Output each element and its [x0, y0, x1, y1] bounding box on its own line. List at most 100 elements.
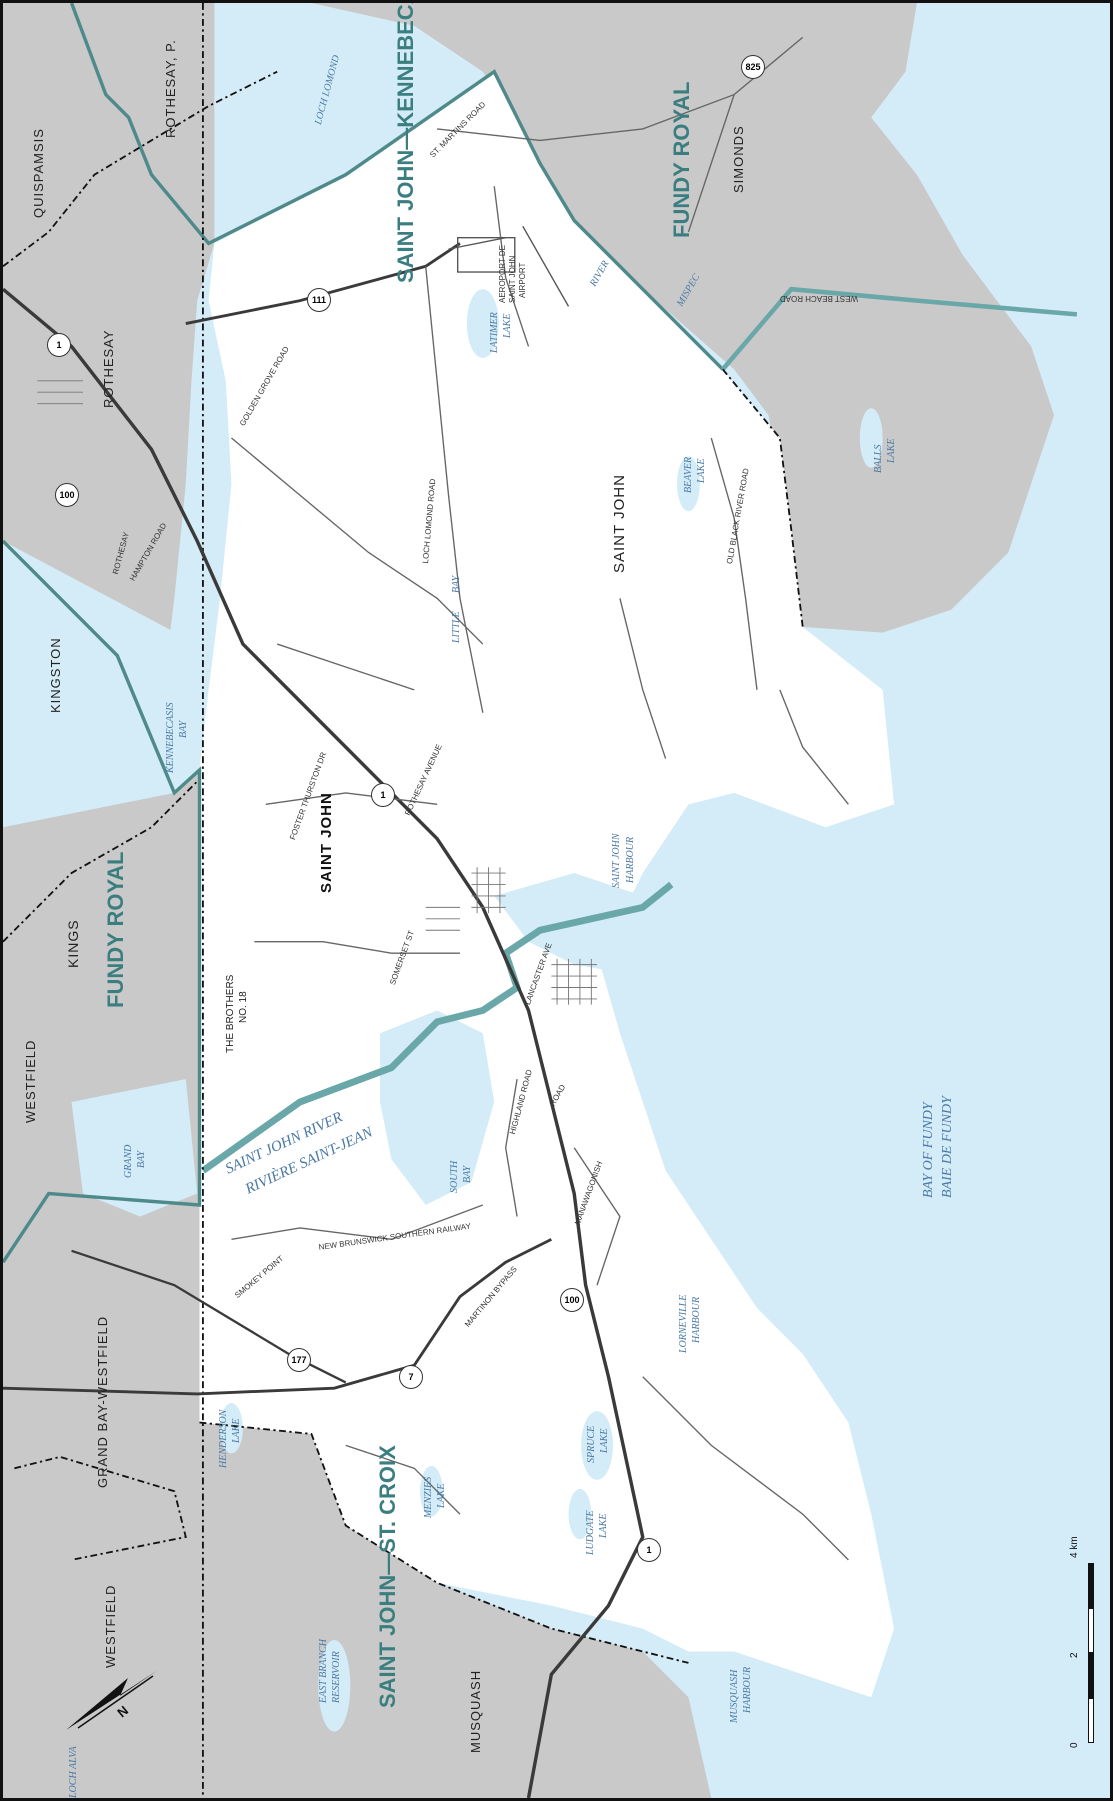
scale-bar-segment-4: [1088, 1698, 1094, 1743]
latimer-lake: [466, 289, 499, 358]
water-bay-of-fundy: BAY OF FUNDY: [921, 1102, 936, 1198]
place-rothesay-p: ROTHESAY, P.: [163, 39, 178, 138]
place-saint-john-east: SAINT JOHN: [611, 474, 628, 573]
water-baie-de-fundy: BAIE DE FUNDY: [940, 1096, 955, 1198]
scale-tick-0: 0: [1069, 1742, 1080, 1748]
water-balls-lake-2: LAKE: [886, 438, 897, 463]
municipal-boundary-2: [3, 780, 198, 943]
water-little: LITTLE: [451, 611, 462, 643]
place-westfield-north: WESTFIELD: [23, 1039, 38, 1123]
water-musquash-harbour-1: MUSQUASH: [729, 1669, 740, 1723]
municipal-boundary-5: [14, 1455, 187, 1561]
riding-boundary-west: [3, 539, 202, 1264]
route-shield-100-south: 100: [560, 1288, 584, 1312]
airport-label-1: AEROPORT DE: [498, 245, 507, 303]
water-lorneville-harbour-2: HARBOUR: [691, 1296, 702, 1343]
water-east-branch-1: EAST BRANCH: [318, 1639, 329, 1703]
place-kings: KINGS: [65, 919, 81, 968]
place-grand-bay-westfield: GRAND BAY-WESTFIELD: [95, 1315, 110, 1488]
water-grand-bay-2: BAY: [136, 1150, 147, 1168]
loch-lomond-water: [265, 25, 346, 152]
land-northeast: [311, 3, 1055, 633]
water-beaver-lake-1: BEAVER: [683, 456, 694, 493]
south-bay-water: [379, 1010, 495, 1206]
water-saint-john-harbour-1: SAINT JOHN: [611, 833, 622, 888]
place-musquash: MUSQUASH: [468, 1669, 483, 1753]
kennebecasis-bay-water: [3, 541, 198, 828]
municipal-boundary-3: [722, 368, 804, 628]
water-grand-bay-1: GRAND: [123, 1144, 134, 1178]
water-kennebecasis-bay-2: BAY: [178, 720, 189, 738]
water-loch-alva: LOCH ALVA: [68, 1746, 79, 1798]
harbour-water: [494, 873, 689, 977]
beaver-lake: [677, 456, 700, 512]
spruce-lake: [581, 1411, 614, 1480]
airport-runways: [448, 225, 570, 307]
route-shield-100-north: 100: [55, 483, 79, 507]
water-spruce-lake-1: SPRUCE: [586, 1425, 597, 1463]
water-south-bay-2: BAY: [462, 1165, 473, 1183]
airport-label-2: SAINT JOHN: [508, 255, 517, 303]
place-westfield-south: WESTFIELD: [103, 1584, 118, 1668]
menzies-lake: [419, 1466, 443, 1517]
highway-111: [185, 242, 461, 325]
electoral-district-map: [3, 3, 1110, 1798]
place-the-brothers-no18: NO. 18: [238, 991, 249, 1023]
water-latimer-lake-2: LAKE: [502, 313, 513, 338]
water-lorneville-harbour-1: LORNEVILLE: [678, 1294, 689, 1353]
riding-boundary-east: [720, 286, 1078, 371]
scale-bar-segment-2: [1088, 1608, 1094, 1653]
municipal-boundary-1: [3, 70, 278, 268]
place-simonds: SIMONDS: [731, 125, 746, 193]
scale-tick-2: 2: [1069, 1652, 1080, 1658]
riding-label-fundy-royal-east: FUNDY ROYAL: [669, 81, 694, 238]
water-menzies-lake-2: LAKE: [436, 1483, 447, 1508]
route-shield-111: 111: [307, 288, 331, 312]
grand-bay-water: [71, 1079, 198, 1217]
airport-label-3: AIRPORT: [518, 262, 527, 298]
riding-boundary-north: [69, 3, 724, 371]
water-ludgate-lake-1: LUDGATE: [585, 1510, 596, 1555]
water-henderson-lake-2: LAKE: [231, 1418, 242, 1443]
place-quispamsis: QUISPAMSIS: [31, 128, 46, 218]
municipal-boundary-4: [199, 1421, 689, 1664]
water-kennebecasis-bay-1: KENNEBECASIS: [165, 702, 176, 773]
water-henderson-lake-1: HENDERSON: [218, 1409, 229, 1468]
balls-lake: [859, 408, 883, 468]
route-shield-7: 7: [399, 1365, 423, 1389]
land-northwest: [3, 3, 215, 1798]
riding-label-fundy-royal-west: FUNDY ROYAL: [103, 851, 128, 1008]
route-shield-825: 825: [741, 55, 765, 79]
water-bay-little: BAY: [451, 575, 462, 593]
water-beaver-lake-2: LAKE: [696, 458, 707, 483]
route-shield-1-north: 1: [47, 333, 71, 357]
water-latimer-lake-1: LATIMER: [489, 312, 500, 353]
place-the-brothers: THE BROTHERS: [225, 974, 236, 1053]
ludgate-lake: [568, 1488, 592, 1540]
road-west-beach: WEST BEACH ROAD: [779, 294, 858, 303]
scale-tick-4km: 4 km: [1069, 1536, 1080, 1558]
route-shield-177: 177: [287, 1348, 311, 1372]
north-arrow: N: [58, 1668, 168, 1738]
water-ludgate-lake-2: LAKE: [598, 1513, 609, 1538]
water-east-branch-2: RESERVOIR: [331, 1651, 342, 1703]
east-branch-reservoir: [318, 1640, 351, 1732]
place-rothesay: ROTHESAY: [101, 329, 116, 408]
scale-bar-segment-3: [1088, 1653, 1094, 1698]
saint-john-river-line: [200, 881, 674, 1174]
scale-bar-segment-1: [1088, 1563, 1094, 1608]
water-balls-lake-1: BALLS: [873, 444, 884, 473]
place-saint-john-west: SAINT JOHN: [318, 792, 335, 893]
henderson-lake: [220, 1403, 243, 1454]
water-menzies-lake-1: MENZIES: [423, 1476, 434, 1518]
route-shield-1-central: 1: [371, 783, 395, 807]
riding-label-saint-john-kennebecasis: SAINT JOHN—KENNEBECASIS: [393, 0, 418, 283]
urban-grid: [37, 380, 598, 1005]
water-saint-john-harbour-2: HARBOUR: [625, 836, 636, 883]
water-south-bay-1: SOUTH: [449, 1160, 460, 1193]
riding-label-saint-john-st-croix: SAINT JOHN—ST. CROIX: [375, 1445, 400, 1708]
secondary-roads: [231, 36, 849, 1561]
water-musquash-harbour-2: HARBOUR: [742, 1666, 753, 1713]
scale-bar: [1088, 1563, 1102, 1743]
